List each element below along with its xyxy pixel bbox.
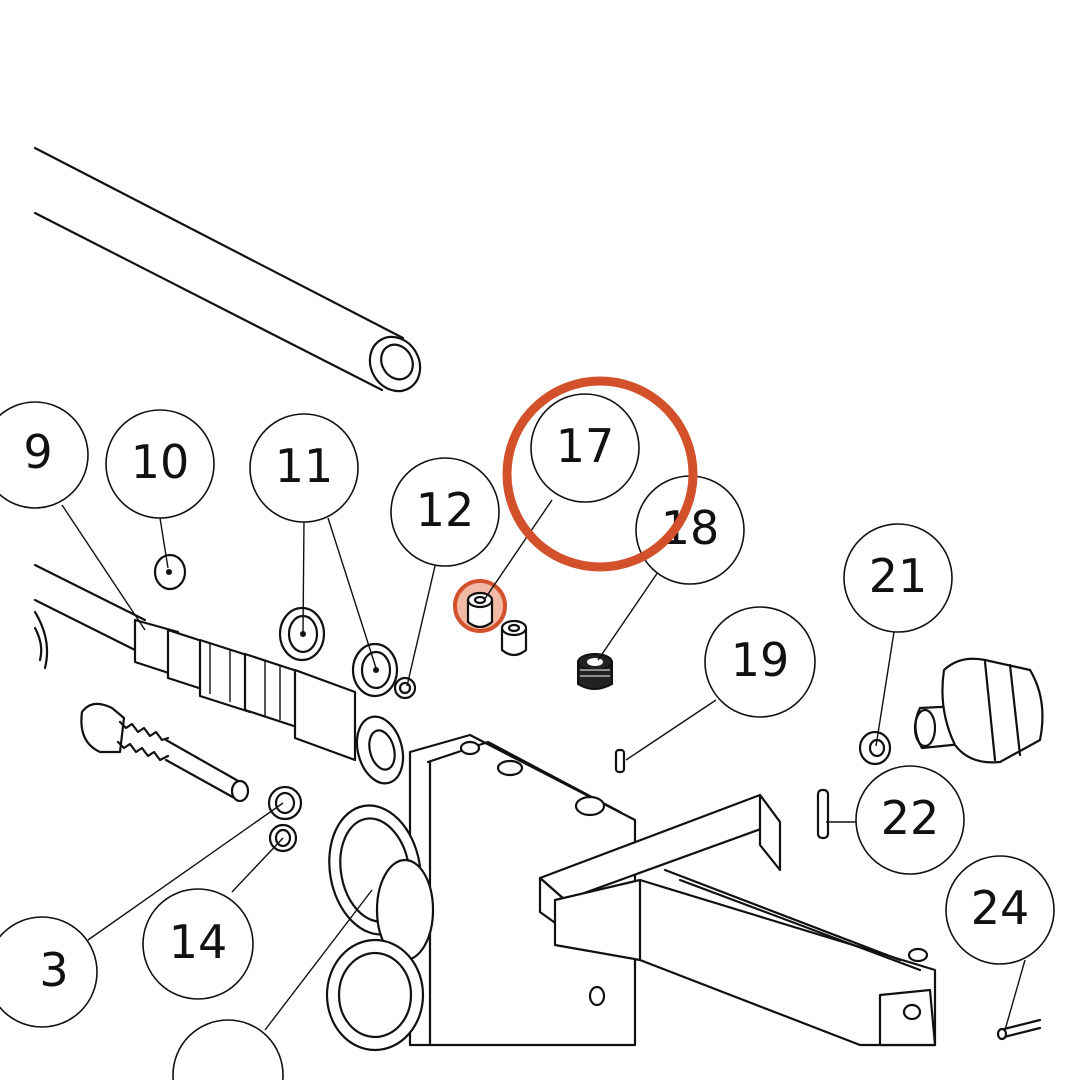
pins-24	[996, 1018, 1042, 1041]
washer-12	[393, 676, 417, 700]
callout-partial-bottom	[172, 1019, 284, 1080]
callout-label-24: 24	[971, 881, 1030, 935]
callout-label-12: 12	[416, 483, 475, 537]
callout-19: 19	[704, 606, 816, 718]
washer-11b	[351, 642, 399, 698]
nut-17	[453, 579, 507, 633]
callout-label-13: 3	[39, 943, 68, 997]
callout-17: 17	[530, 393, 640, 503]
callout-22: 22	[855, 765, 965, 875]
grub-screw-18	[577, 653, 613, 690]
callout-9: 9	[0, 401, 89, 509]
knob	[913, 657, 1044, 764]
callout-label-11: 11	[275, 439, 334, 493]
callout-label-19: 19	[731, 633, 790, 687]
ring-13	[267, 785, 303, 821]
callout-label-14: 14	[169, 915, 228, 969]
callout-24: 24	[945, 855, 1055, 965]
barrel-tube	[33, 146, 422, 393]
callout-label-17: 17	[556, 419, 615, 473]
callout-label-22: 22	[881, 791, 940, 845]
spring-rod	[80, 702, 250, 803]
callout-13: 3	[0, 916, 98, 1028]
callout-21: 21	[843, 523, 953, 633]
piston-rod	[33, 563, 405, 785]
pin-19	[614, 748, 626, 774]
lever-rail	[538, 793, 937, 1047]
callout-label-9: 9	[23, 425, 52, 479]
callout-label-21: 21	[869, 549, 928, 603]
washer-11a	[278, 606, 326, 662]
callout-11: 11	[249, 413, 359, 523]
pin-22	[816, 788, 830, 840]
callout-14: 14	[142, 888, 254, 1000]
highlight-ring-17	[502, 376, 698, 572]
callout-10: 10	[105, 409, 215, 519]
receiver-body	[325, 733, 637, 1052]
bushing	[500, 619, 528, 657]
callout-label-10: 10	[131, 435, 190, 489]
callout-12: 12	[390, 457, 500, 567]
washer-21	[858, 730, 892, 766]
leader-lines	[61, 499, 1026, 1031]
washer-10	[153, 553, 187, 591]
